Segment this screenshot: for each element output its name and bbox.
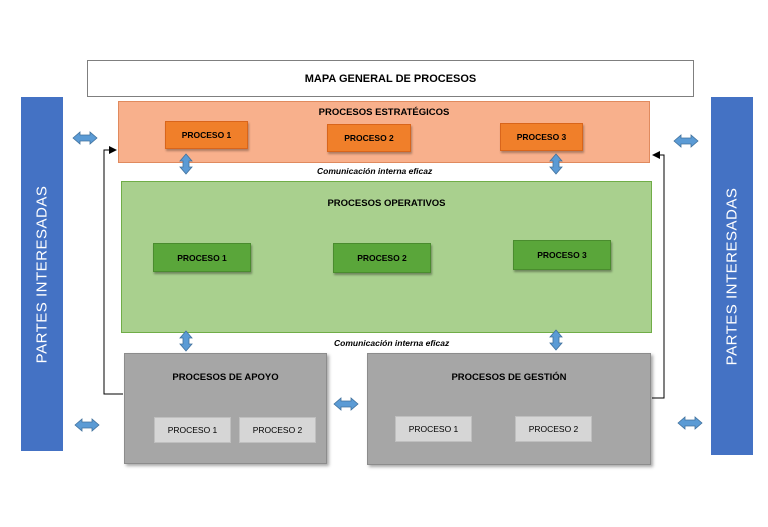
double-arrow-vertical-2 <box>549 153 563 175</box>
management-processes-group: PROCESOS DE GESTIÓN PROCESO 1 PROCESO 2 <box>367 353 651 465</box>
strategic-processes-group: PROCESOS ESTRATÉGICOS PROCESO 1 PROCESO … <box>118 101 650 163</box>
strategic-processes-title: PROCESOS ESTRATÉGICOS <box>318 107 450 118</box>
feedback-line-left <box>103 146 123 395</box>
management-process-1: PROCESO 1 <box>395 416 472 442</box>
double-arrow-support-management <box>333 397 359 411</box>
double-arrow-vertical-1 <box>179 153 193 175</box>
double-arrow-right-top <box>673 134 699 148</box>
support-processes-group: PROCESOS DE APOYO PROCESO 1 PROCESO 2 <box>124 353 327 464</box>
communication-label-bottom: Comunicación interna eficaz <box>334 338 450 348</box>
support-processes-title: PROCESOS DE APOYO <box>172 372 279 383</box>
management-processes-title: PROCESOS DE GESTIÓN <box>451 372 567 383</box>
strategic-process-3: PROCESO 3 <box>500 123 583 151</box>
feedback-line-right <box>652 151 665 399</box>
double-arrow-left-top <box>72 131 98 145</box>
communication-label-top: Comunicación interna eficaz <box>317 166 433 176</box>
double-arrow-right-bottom <box>677 416 703 430</box>
double-arrow-vertical-3 <box>179 330 193 352</box>
diagram-title: MAPA GENERAL DE PROCESOS <box>87 60 694 97</box>
management-process-2: PROCESO 2 <box>515 416 592 442</box>
double-arrow-left-bottom <box>74 418 100 432</box>
operational-process-2: PROCESO 2 <box>333 243 431 273</box>
support-process-2: PROCESO 2 <box>239 417 316 443</box>
stakeholders-right-bar: PARTES INTERESADAS <box>711 97 753 455</box>
operational-process-1: PROCESO 1 <box>153 243 251 272</box>
operational-processes-title: PROCESOS OPERATIVOS <box>327 198 446 209</box>
strategic-process-1: PROCESO 1 <box>165 121 248 149</box>
stakeholders-left-bar: PARTES INTERESADAS <box>21 97 63 451</box>
operational-processes-group: PROCESOS OPERATIVOS PROCESO 1 PROCESO 2 … <box>121 181 652 333</box>
support-process-1: PROCESO 1 <box>154 417 231 443</box>
double-arrow-vertical-4 <box>549 329 563 351</box>
strategic-process-2: PROCESO 2 <box>327 124 411 152</box>
operational-process-3: PROCESO 3 <box>513 240 611 270</box>
